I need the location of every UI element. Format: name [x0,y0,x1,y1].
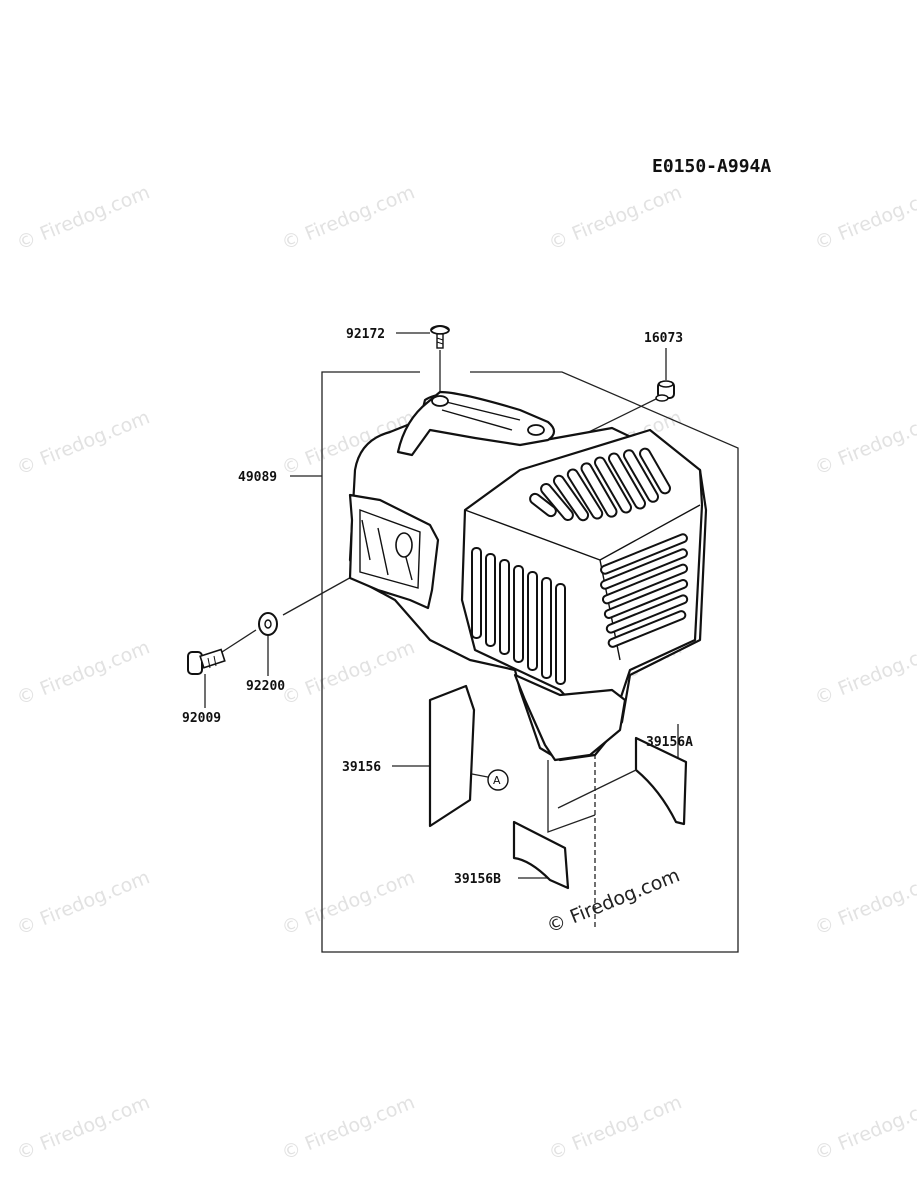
engine-cover-49089 [348,390,708,762]
part-label-16073: 16073 [644,331,683,346]
watermark: © Firedog.com [546,1091,685,1164]
part-label-92200: 92200 [246,679,285,694]
watermark: © Firedog.com [14,406,153,479]
part-label-92009: 92009 [182,711,221,726]
assembly-frame [321,371,739,953]
washer-92200-icon [258,612,278,636]
part-label-92172: 92172 [346,327,385,342]
part-label-39156: 39156 [342,760,381,775]
bolt-92009-icon [187,648,226,675]
watermark: © Firedog.com [812,181,917,254]
label-plate-39156: A [428,684,509,828]
watermark: © Firedog.com [14,866,153,939]
connector-lines [547,760,637,833]
watermark: © Firedog.com [14,636,153,709]
watermark: © Firedog.com [14,1091,153,1164]
watermark-layer: © Firedog.com © Firedog.com © Firedog.co… [14,181,917,1164]
watermark: © Firedog.com [279,1091,418,1164]
watermark: © Firedog.com [812,1091,917,1164]
diagram-code: E0150-A994A [652,156,771,177]
watermark: © Firedog.com [812,866,917,939]
part-label-39156a: 39156A [646,735,693,750]
watermark: © Firedog.com [812,406,917,479]
label-plate-39156a [634,736,688,826]
watermark: © Firedog.com [546,181,685,254]
label-plate-39156b [512,820,570,890]
watermark: © Firedog.com [279,866,418,939]
watermark: © Firedog.com [279,636,418,709]
watermark: © Firedog.com [279,181,418,254]
side-slots [471,547,566,685]
part-label-49089: 49089 [238,470,277,485]
callout-a: A [493,774,501,787]
part-label-39156b: 39156B [454,872,501,887]
cooling-slots [529,447,671,522]
front-slots [600,533,689,648]
watermark: © Firedog.com [812,636,917,709]
watermark: © Firedog.com [14,181,153,254]
grommet-16073-icon [655,380,675,402]
screw-92172-icon [430,325,450,349]
